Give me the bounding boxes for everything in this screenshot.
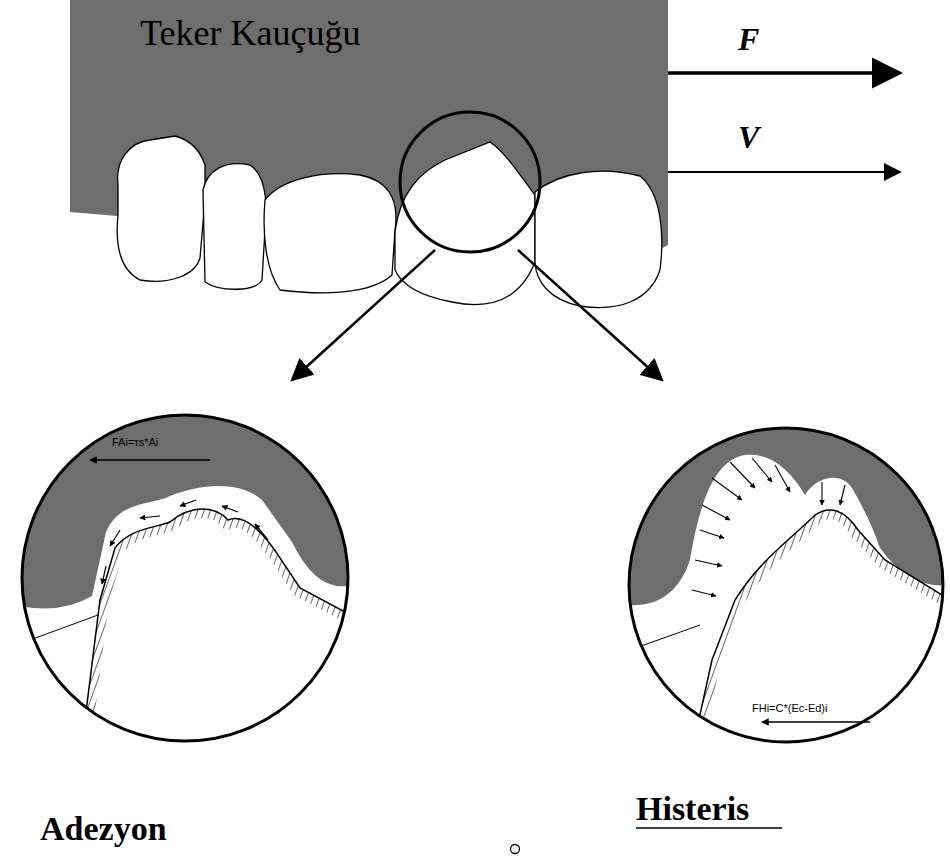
adhesion-zoom	[0, 400, 370, 760]
magnifier-circle	[400, 112, 540, 252]
force-symbol: F	[738, 22, 759, 57]
panel-title: Adezyon	[40, 810, 167, 847]
hysteresis-zoom	[620, 420, 950, 760]
force-arrow	[90, 459, 210, 461]
title-underline	[636, 827, 782, 829]
formula: FHi=C*(Ec-Ed)i	[752, 702, 827, 714]
zoom-circle	[22, 415, 348, 741]
force-arrow	[762, 721, 870, 723]
zoom-circle	[629, 428, 943, 742]
formula: FAi=τs*Ai	[112, 436, 158, 448]
zoom-arrow	[518, 250, 662, 380]
road-aggregate	[117, 136, 662, 308]
part-name: Teker Kauçuğu	[140, 14, 360, 54]
velocity-symbol: V	[738, 120, 759, 155]
small-circle-mark	[511, 845, 520, 854]
zoom-arrow	[292, 250, 435, 380]
velocity-arrow	[668, 171, 900, 173]
panel-title: Histeris	[636, 790, 749, 827]
force-arrow	[668, 71, 900, 75]
